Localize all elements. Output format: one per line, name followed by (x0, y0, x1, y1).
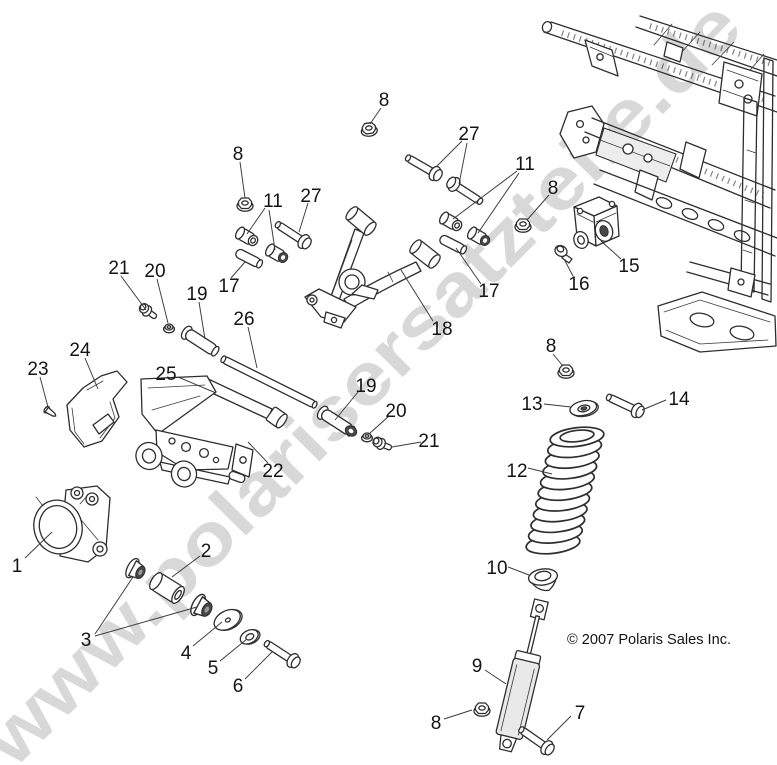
part-18-upper-a-arm (304, 206, 441, 329)
part-3-bushing-rear (190, 593, 213, 617)
callout-8-spring: 8 (546, 336, 557, 357)
callout-15: 15 (618, 256, 639, 277)
part-1-bearing-carrier (33, 485, 111, 563)
callout-20-left: 20 (144, 261, 165, 282)
part-21-bolt-right (370, 435, 394, 454)
callout-10: 10 (486, 558, 507, 579)
callout-21-right: 21 (418, 431, 439, 452)
part-3-bushing-front (125, 557, 146, 579)
callout-23: 23 (27, 359, 48, 380)
callout-8-top: 8 (379, 90, 390, 111)
part-15-mount-bracket (573, 196, 620, 250)
part-27-bolt-left (271, 216, 315, 253)
callout-16: 16 (568, 274, 589, 295)
callout-1: 1 (12, 556, 23, 577)
part-11-bushing-left-a (233, 224, 261, 250)
callout-11-right: 11 (515, 154, 535, 175)
part-27-bolt-right-a (401, 149, 446, 185)
part-26-rod (220, 355, 318, 409)
part-9-shock-absorber (495, 598, 549, 753)
part-5-washer (239, 628, 261, 645)
part-22-lower-control-arm (135, 375, 288, 488)
part-16-bolt (554, 244, 573, 264)
callout-9: 9 (472, 656, 483, 677)
part-8-nut-top (359, 121, 379, 138)
part-8-nut-spring (557, 364, 575, 379)
callout-24: 24 (69, 340, 91, 361)
part-12-coil-spring (525, 426, 605, 555)
callout-21-left: 21 (108, 258, 129, 279)
part-19-sleeve-left (178, 323, 223, 360)
callout-8-left: 8 (233, 144, 244, 165)
callout-27-right: 27 (458, 124, 479, 145)
part-17-tube-left (233, 247, 265, 270)
part-4-washer (213, 608, 243, 631)
part-13-washer (569, 399, 599, 418)
callout-3: 3 (81, 630, 92, 651)
callout-8-bracket: 8 (548, 178, 559, 199)
callout-5: 5 (208, 658, 219, 679)
callout-20-right: 20 (385, 401, 406, 422)
part-2-spacer (149, 572, 185, 604)
callout-26: 26 (233, 309, 254, 330)
callout-labels: 1 2 3 4 5 6 7 8 9 10 12 13 14 8 15 16 8 … (12, 90, 690, 734)
part-23-screw (43, 405, 57, 417)
callout-2: 2 (201, 541, 212, 562)
part-6-bolt (260, 635, 304, 672)
part-20-nut-right (360, 432, 374, 443)
part-19-sleeve-right (314, 403, 359, 440)
callout-18: 18 (431, 319, 452, 340)
callout-17-left: 17 (218, 276, 239, 297)
part-24-guard (66, 370, 128, 448)
copyright-text: © 2007 Polaris Sales Inc. (567, 632, 731, 648)
chassis-frame (541, 15, 777, 353)
callout-12: 12 (506, 461, 527, 482)
callout-4: 4 (181, 643, 192, 664)
callout-19-left: 19 (186, 284, 207, 305)
callout-13: 13 (521, 394, 542, 415)
part-20-nut-left (162, 323, 176, 334)
callout-7: 7 (575, 703, 586, 724)
part-8-nut-shock (473, 702, 491, 717)
part-27-bolt-right-b (443, 173, 487, 210)
callout-25: 25 (155, 364, 176, 385)
part-8-nut-left (236, 197, 254, 212)
callout-22: 22 (262, 461, 283, 482)
callout-27-left: 27 (300, 186, 321, 207)
callout-11-left: 11 (263, 191, 283, 212)
callout-14: 14 (668, 389, 690, 410)
part-8-nut-bracket (514, 218, 532, 233)
part-7-bolt (514, 721, 558, 759)
callout-19-right: 19 (355, 376, 376, 397)
callout-8-shock: 8 (431, 713, 442, 734)
callout-17-right: 17 (478, 281, 499, 302)
callout-6: 6 (233, 676, 244, 697)
leader-lines (24, 107, 667, 741)
part-10-spring-retainer (527, 568, 559, 592)
part-14-bolt (602, 388, 648, 421)
part-11-bushing-left-b (263, 241, 291, 267)
part-21-bolt-left (136, 300, 160, 323)
